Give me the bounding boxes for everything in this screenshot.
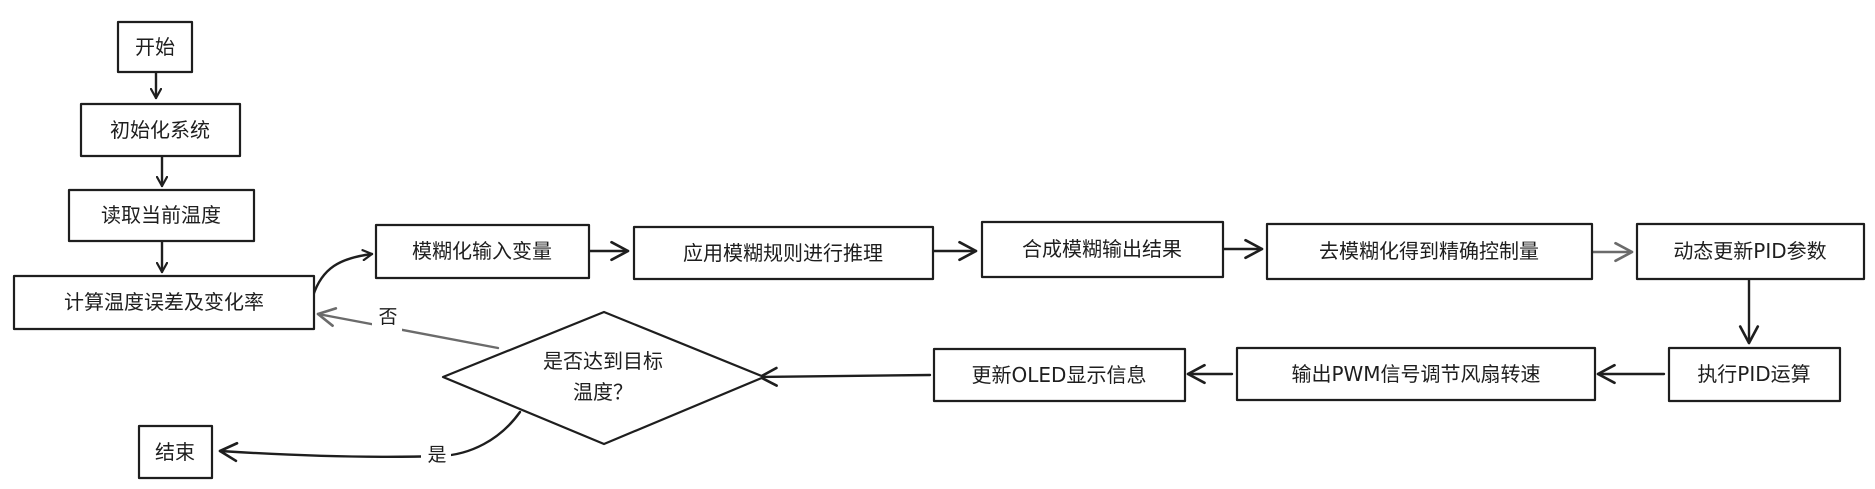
node-update-pid-label: 动态更新PID参数 — [1673, 239, 1826, 263]
node-fuzzify: 模糊化输入变量 — [374, 223, 591, 280]
node-run-pid: 执行PID运算 — [1667, 346, 1842, 403]
node-calc-error: 计算温度误差及变化率 — [12, 274, 316, 331]
edge-calc-fuzzify — [311, 254, 374, 298]
node-fuzzify-label: 模糊化输入变量 — [412, 239, 552, 263]
edge-label-no-bg — [372, 303, 402, 331]
edge-decision-end-yes — [218, 410, 522, 463]
node-apply-rules-label: 应用模糊规则进行推理 — [683, 241, 883, 265]
node-decision-label-line2: 温度？ — [573, 380, 633, 404]
node-run-pid-label: 执行PID运算 — [1697, 362, 1810, 386]
node-init-label: 初始化系统 — [110, 118, 210, 142]
node-update-pid: 动态更新PID参数 — [1635, 222, 1866, 281]
node-output-pwm: 输出PWM信号调节风扇转速 — [1235, 346, 1597, 402]
edge-decision-calc-no — [316, 307, 500, 350]
node-read-temp-label: 读取当前温度 — [101, 203, 221, 227]
node-decision-label-line1: 是否达到目标 — [543, 349, 663, 373]
node-defuzzify-label: 去模糊化得到精确控制量 — [1319, 239, 1539, 263]
node-defuzzify: 去模糊化得到精确控制量 — [1265, 222, 1594, 281]
node-output-pwm-label: 输出PWM信号调节风扇转速 — [1291, 362, 1540, 386]
node-end-label: 结束 — [155, 440, 195, 464]
node-calc-error-label: 计算温度误差及变化率 — [64, 290, 264, 314]
node-update-oled-label: 更新OLED显示信息 — [972, 363, 1147, 387]
node-read-temp: 读取当前温度 — [67, 188, 256, 243]
edge-oled-decision — [758, 366, 932, 387]
node-start-label: 开始 — [135, 35, 175, 59]
node-start: 开始 — [116, 20, 194, 74]
node-compose-output: 合成模糊输出结果 — [980, 220, 1225, 279]
node-decision: 是否达到目标 温度？ — [441, 310, 766, 446]
node-compose-output-label: 合成模糊输出结果 — [1022, 237, 1182, 261]
node-update-oled: 更新OLED显示信息 — [932, 347, 1187, 403]
edge-label-yes-bg — [421, 441, 451, 469]
edge-label-yes: 是 — [427, 444, 446, 466]
node-end: 结束 — [137, 424, 214, 480]
edge-label-no: 否 — [378, 306, 397, 328]
node-init: 初始化系统 — [79, 102, 242, 158]
node-apply-rules: 应用模糊规则进行推理 — [632, 225, 935, 281]
